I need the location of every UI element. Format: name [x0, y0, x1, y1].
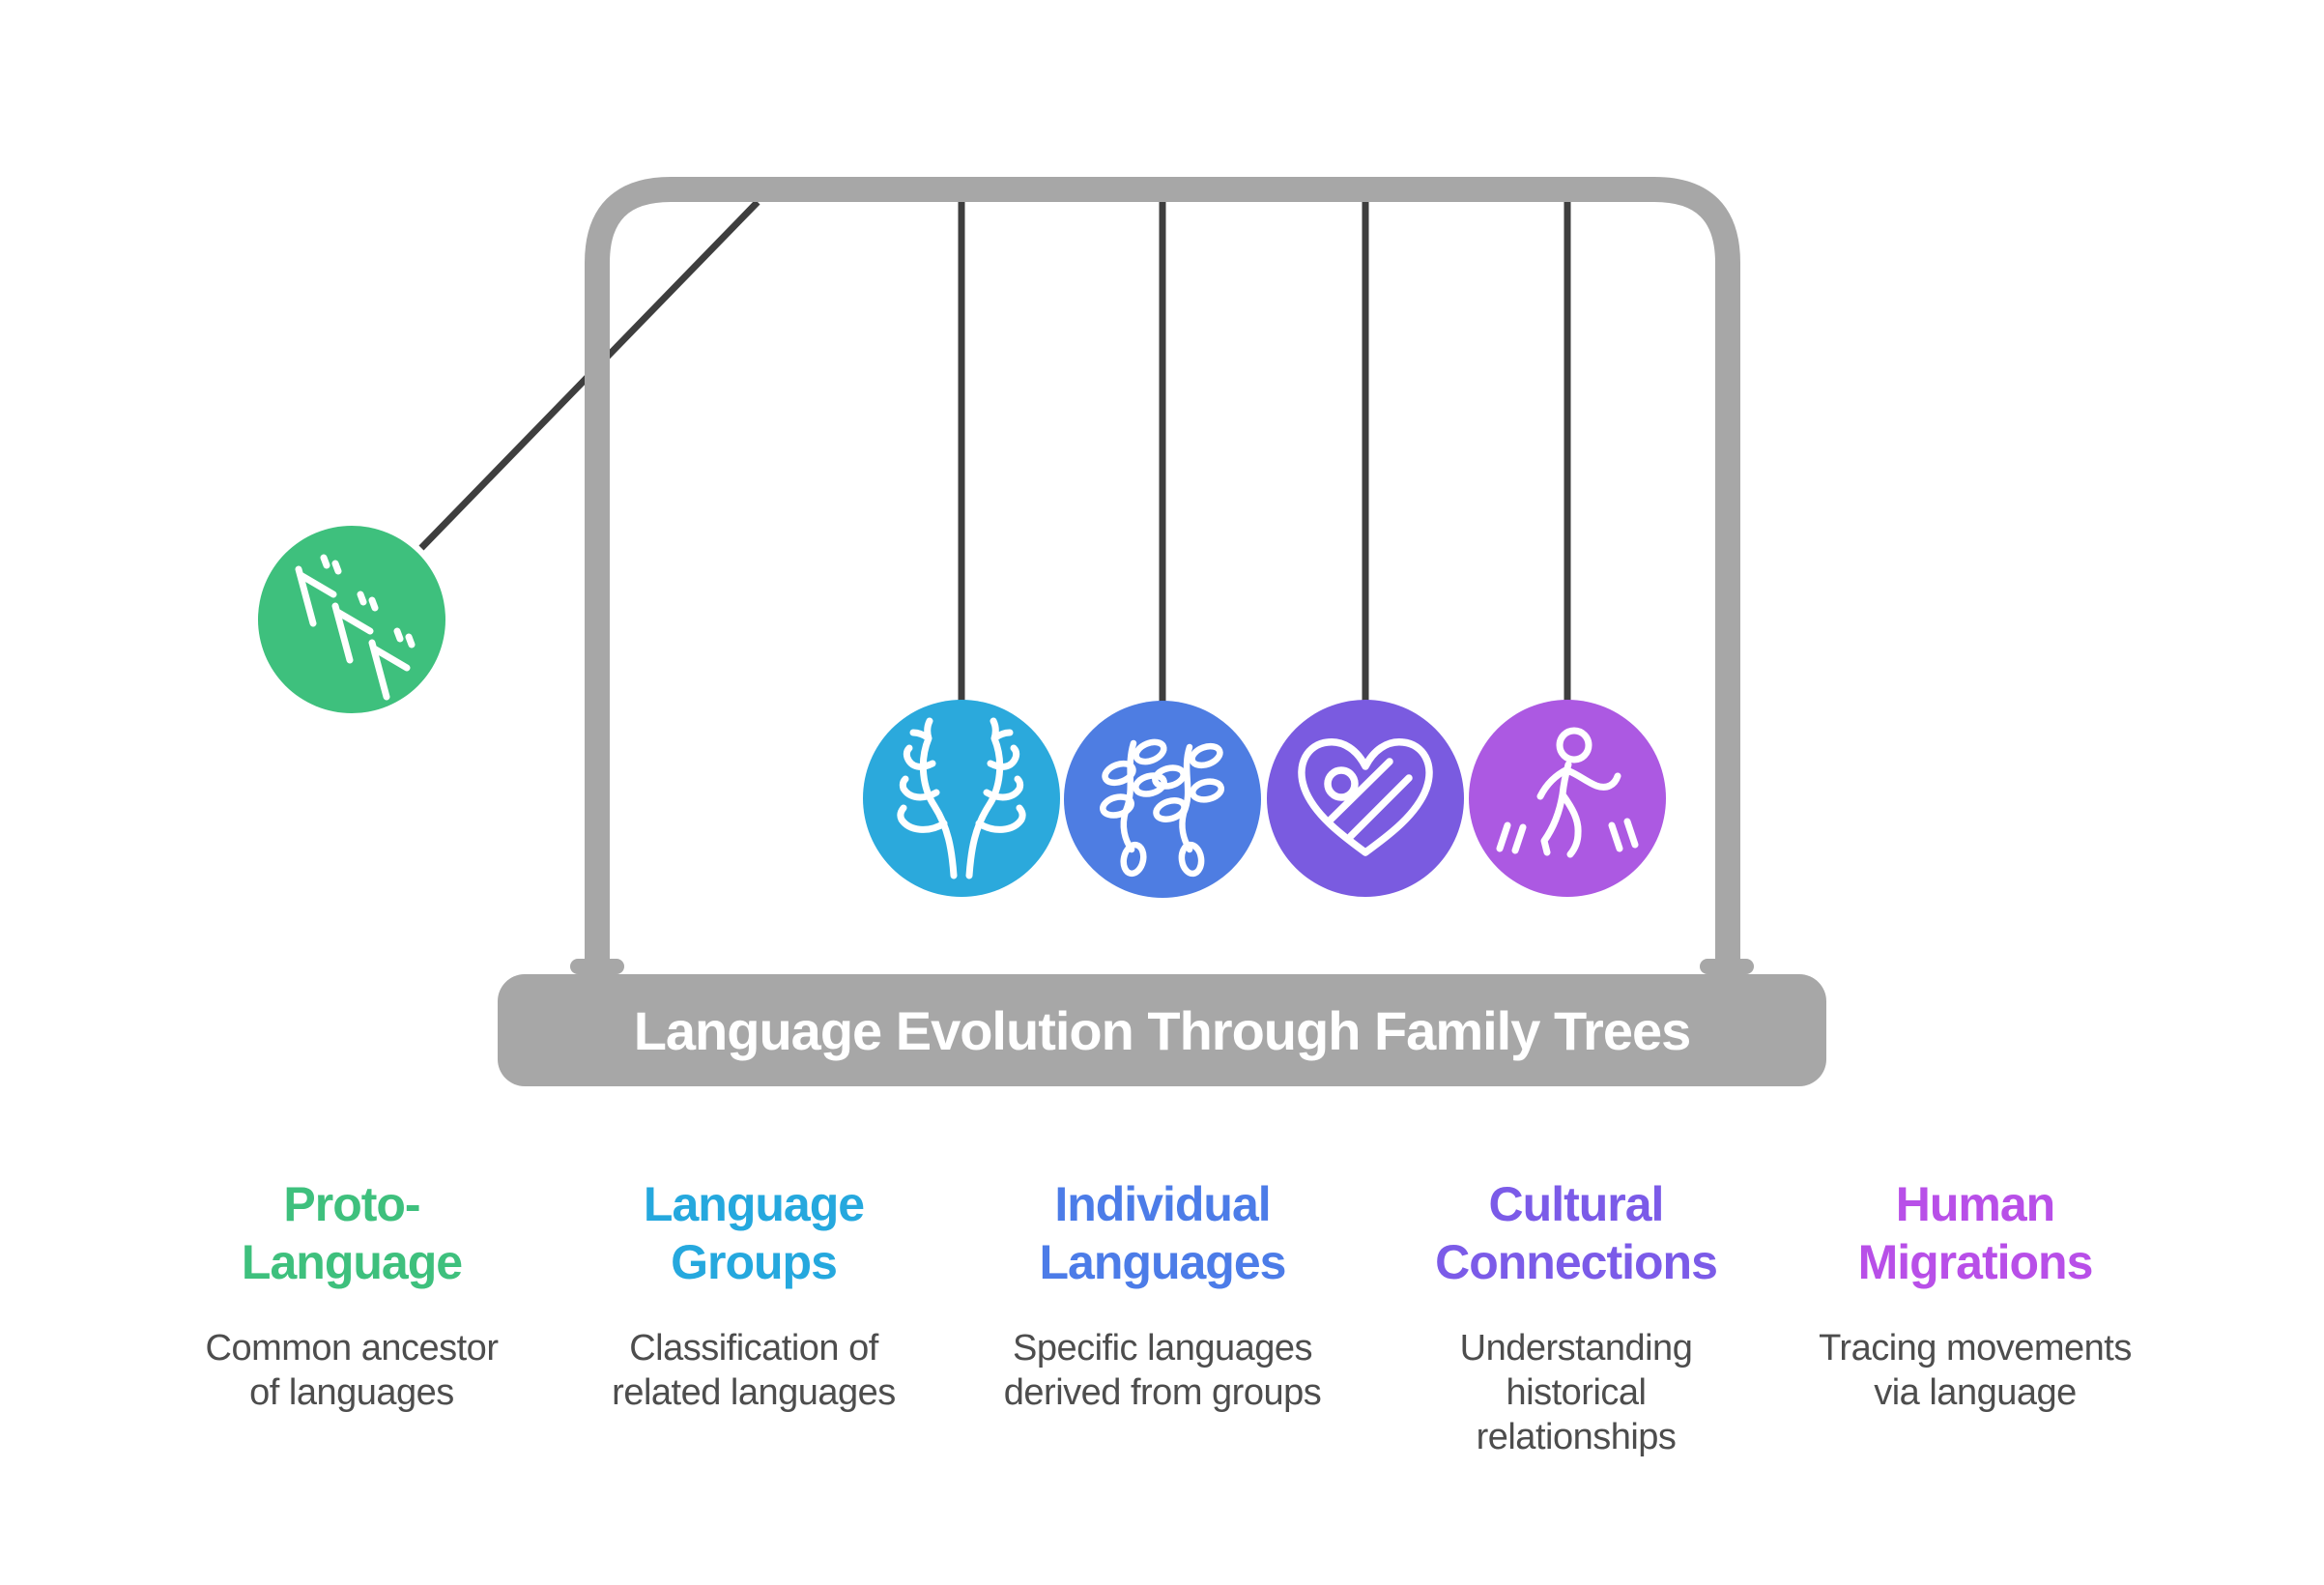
column-description: Specific languages derived from groups	[1003, 1328, 1322, 1413]
column-language-groups: Language Groups Classification of relate…	[546, 1175, 961, 1415]
ball-individual-languages	[1064, 701, 1261, 898]
antlers-icon	[897, 717, 1026, 879]
column-description: Understanding historical relationships	[1459, 1328, 1693, 1457]
column-description: Tracing movements via language	[1819, 1328, 2132, 1413]
column-title: Human Migrations	[1857, 1177, 2094, 1289]
infographic-title: Language Evolution Through Family Trees	[633, 999, 1692, 1061]
ball-human-migrations	[1469, 700, 1666, 897]
ball-proto-language	[258, 526, 445, 713]
woven-heart-icon	[1298, 738, 1433, 856]
ball-cultural-connections	[1267, 700, 1464, 897]
ball-language-groups	[863, 700, 1060, 897]
column-title: Individual Languages	[1039, 1177, 1287, 1289]
cradle-base-bar	[498, 974, 1826, 1086]
vine-leaves-icon	[1100, 738, 1225, 878]
cradle-right-foot	[1700, 959, 1754, 974]
column-cultural-connections: Cultural Connections Understanding histo…	[1368, 1175, 1784, 1459]
ball-cultural-connections-circle	[1267, 700, 1464, 897]
column-proto-language: Proto- Language Common ancestor of langu…	[144, 1175, 559, 1415]
ball-individual-languages-circle	[1064, 701, 1261, 898]
column-description: Classification of related languages	[612, 1328, 896, 1413]
column-individual-languages: Individual Languages Specific languages …	[955, 1175, 1370, 1415]
walking-person-icon	[1496, 727, 1639, 858]
cradle-left-foot	[570, 959, 624, 974]
column-human-migrations: Human Migrations Tracing movements via l…	[1767, 1175, 2183, 1415]
column-title: Language Groups	[643, 1177, 865, 1289]
ball-language-groups-circle	[863, 700, 1060, 897]
cradle-frame	[585, 177, 1740, 963]
katakana-do-syllables-icon	[295, 554, 416, 701]
column-description: Common ancestor of languages	[205, 1328, 499, 1413]
column-title: Proto- Language	[241, 1177, 463, 1289]
column-title: Cultural Connections	[1435, 1177, 1718, 1289]
